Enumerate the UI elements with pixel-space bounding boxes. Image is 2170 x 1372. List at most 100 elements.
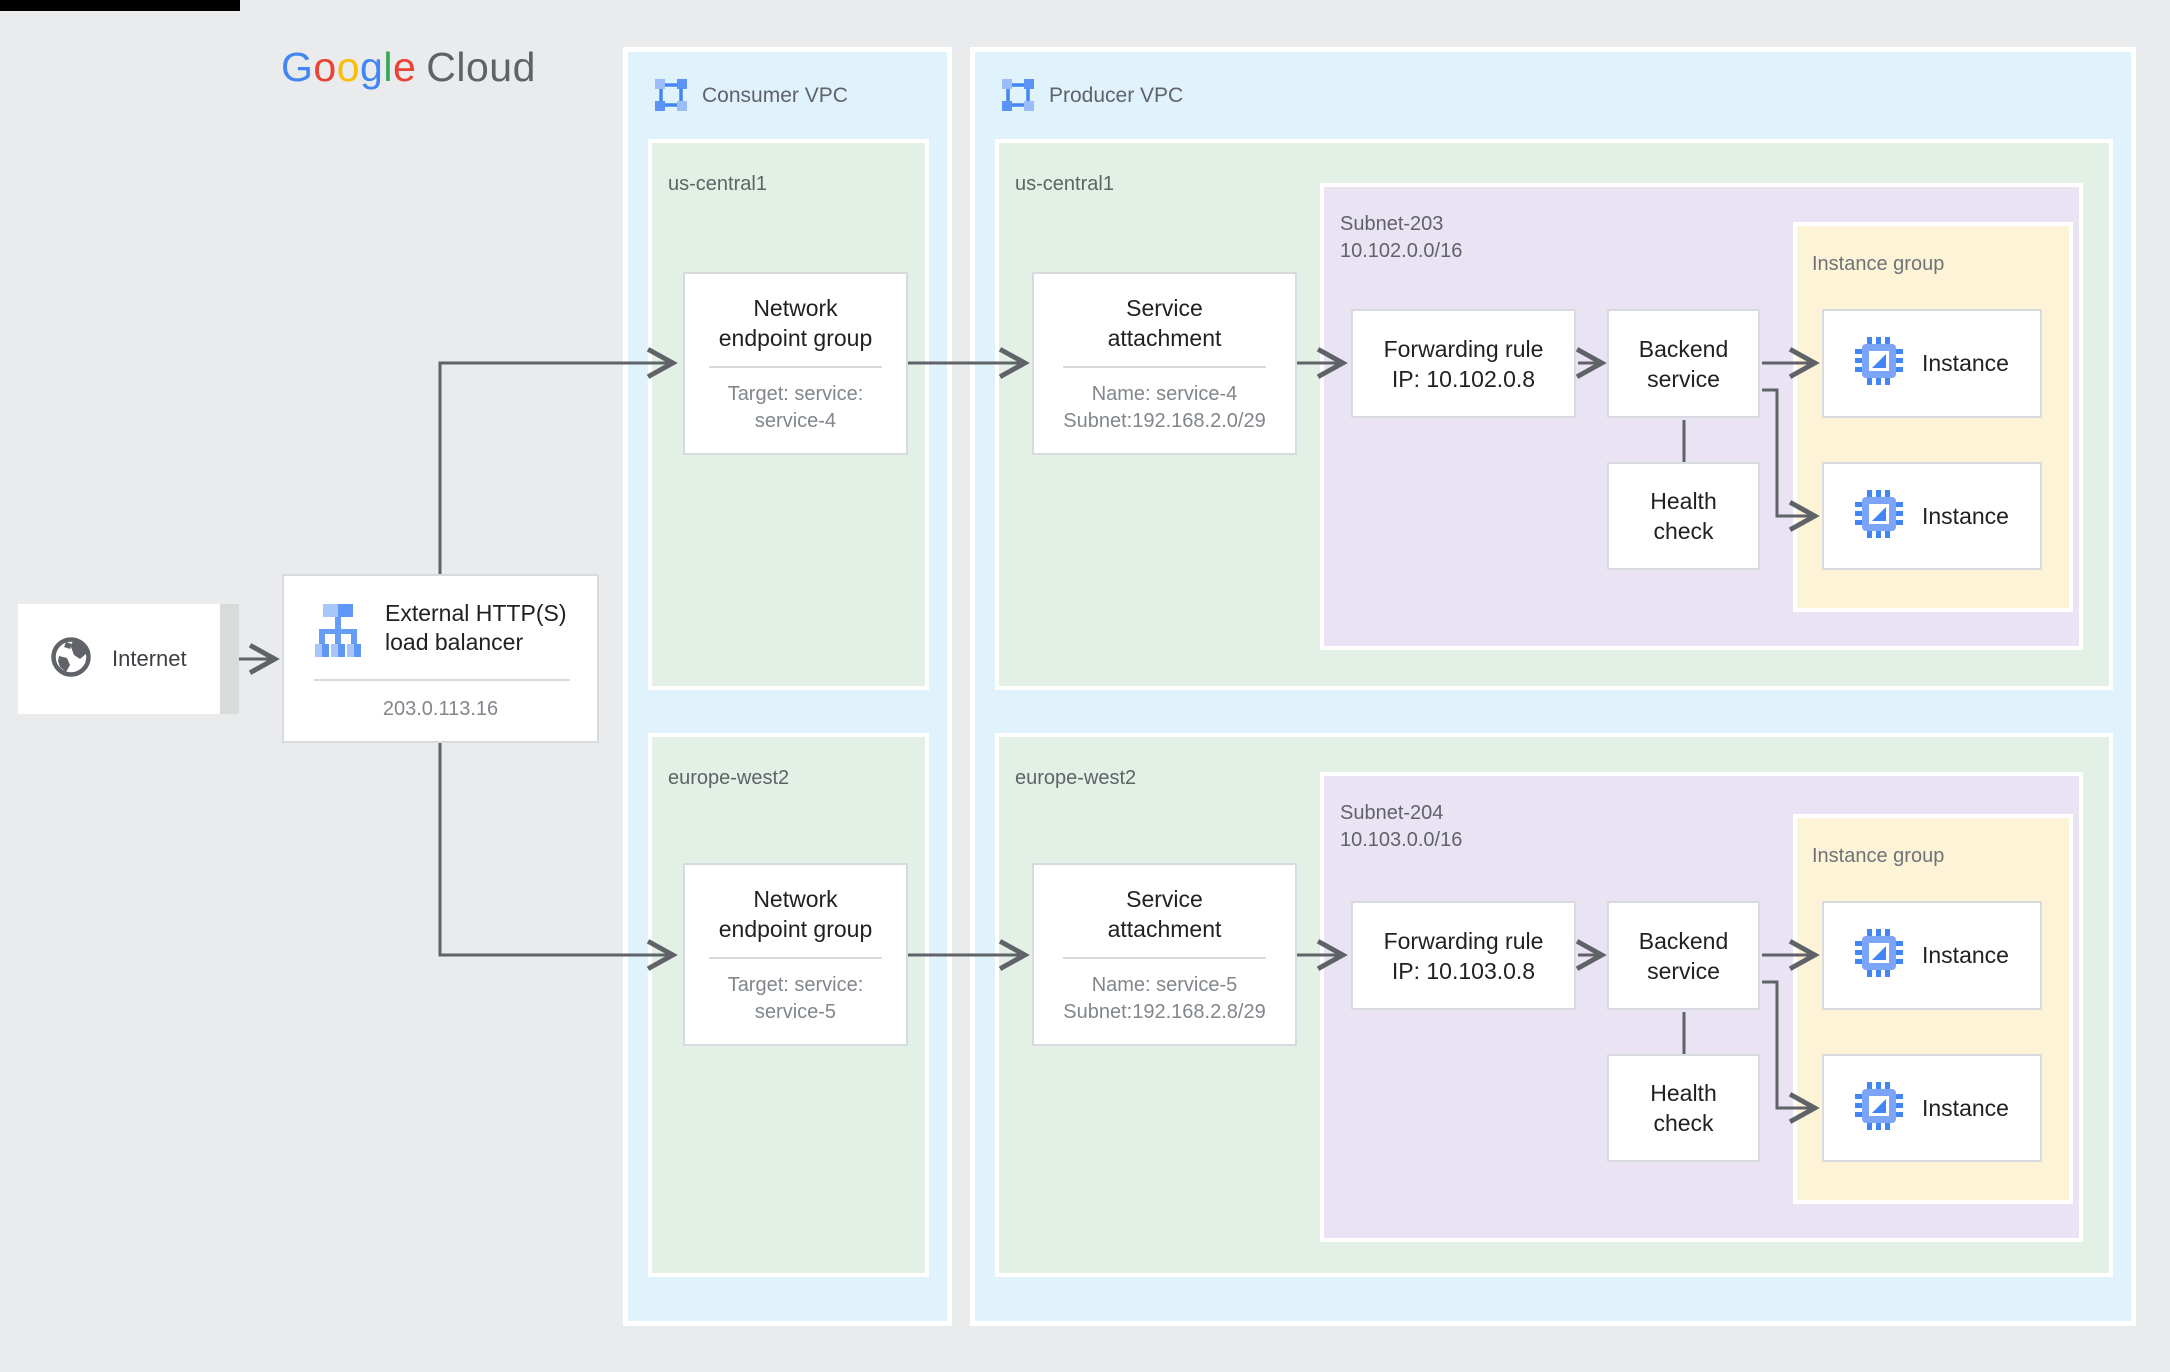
neg-2-title-line2: endpoint group bbox=[718, 915, 873, 942]
service-attachment-1: Service attachment Name: service-4 Subne… bbox=[1032, 272, 1297, 455]
internet-node: Internet bbox=[18, 604, 220, 714]
sa-2-detail-line2: Subnet:192.168.2.8/29 bbox=[1063, 1000, 1266, 1023]
sa-1-title-line2: attachment bbox=[1107, 324, 1222, 351]
network-endpoint-group-1: Network endpoint group Target: service: … bbox=[683, 272, 908, 455]
subnet-204-cidr: 10.103.0.0/16 bbox=[1340, 829, 1463, 851]
internet-box-shadow bbox=[220, 604, 239, 714]
service-attachment-1-divider bbox=[1062, 365, 1267, 368]
neg-1-divider bbox=[709, 365, 882, 368]
compute-chip-icon bbox=[1854, 489, 1904, 544]
internet-label: Internet bbox=[112, 646, 187, 671]
sa-1-title-line1: Service bbox=[1126, 294, 1203, 321]
logo-letter-e: e bbox=[392, 44, 417, 90]
forwarding-rule-2-text: Forwarding rule IP: 10.103.0.8 bbox=[1384, 926, 1544, 986]
neg-1-title-line1: Network bbox=[753, 294, 838, 321]
hc-1-line2: check bbox=[1653, 518, 1714, 544]
neg-2-divider bbox=[709, 956, 882, 959]
service-attachment-2-detail: Name: service-5 Subnet:192.168.2.8/29 bbox=[1063, 972, 1265, 1026]
vpc-network-icon bbox=[1000, 77, 1036, 118]
forwarding-rule-1-text: Forwarding rule IP: 10.102.0.8 bbox=[1384, 334, 1544, 394]
fr-1-line1: Forwarding rule bbox=[1383, 335, 1544, 362]
instance-2a: Instance bbox=[1822, 901, 2042, 1010]
load-balancer-ip: 203.0.113.16 bbox=[382, 698, 499, 720]
consumer-region-us-central1-label: us-central1 bbox=[668, 173, 767, 195]
hc-2-line1: Health bbox=[1650, 1080, 1717, 1106]
neg-1-target-line1: Target: service: bbox=[727, 382, 864, 405]
vpc-network-icon bbox=[653, 77, 689, 118]
instance-group-1-label: Instance group bbox=[1812, 253, 1945, 275]
neg-1-target: Target: service: service-4 bbox=[728, 381, 864, 435]
load-balancer-divider bbox=[314, 679, 570, 681]
compute-chip-icon bbox=[1854, 336, 1904, 391]
instance-1a-label: Instance bbox=[1922, 350, 2009, 376]
service-attachment-1-detail: Name: service-4 Subnet:192.168.2.0/29 bbox=[1063, 381, 1265, 435]
neg-1-title-line2: endpoint group bbox=[718, 324, 873, 351]
instance-group-2-label: Instance group bbox=[1812, 845, 1945, 867]
consumer-vpc-label: Consumer VPC bbox=[702, 84, 848, 107]
bs-1-line1: Backend bbox=[1638, 335, 1729, 362]
bs-2-line1: Backend bbox=[1638, 927, 1729, 954]
instance-1a: Instance bbox=[1822, 309, 2042, 418]
bs-2-line2: service bbox=[1647, 957, 1720, 984]
bs-1-line2: service bbox=[1647, 365, 1720, 392]
subnet-203-name: Subnet-203 bbox=[1340, 213, 1444, 235]
sa-2-title-line1: Service bbox=[1126, 885, 1203, 912]
neg-2-target-line1: Target: service: bbox=[727, 973, 864, 996]
health-check-1-text: Health check bbox=[1650, 486, 1716, 546]
load-balancer-icon bbox=[313, 602, 363, 663]
load-balancer-node: External HTTP(S) load balancer 203.0.113… bbox=[282, 574, 599, 743]
subnet-204-name: Subnet-204 bbox=[1340, 802, 1444, 824]
fr-1-line2: IP: 10.102.0.8 bbox=[1391, 365, 1536, 392]
logo-cloud-word: Cloud bbox=[426, 44, 536, 90]
logo-letter-g2: g bbox=[360, 44, 384, 90]
sa-1-detail-line1: Name: service-4 bbox=[1091, 382, 1238, 405]
top-left-black-bar bbox=[0, 0, 240, 11]
instance-2b-label: Instance bbox=[1922, 1094, 2009, 1121]
neg-2-target: Target: service: service-5 bbox=[728, 972, 864, 1026]
neg-1-title: Network endpoint group bbox=[719, 293, 872, 353]
forwarding-rule-1: Forwarding rule IP: 10.102.0.8 bbox=[1351, 309, 1576, 418]
backend-service-1-text: Backend service bbox=[1639, 334, 1729, 394]
hc-1-line1: Health bbox=[1650, 488, 1717, 514]
neg-1-target-line2: service-4 bbox=[754, 409, 837, 432]
logo-letter-o2: o bbox=[336, 44, 361, 90]
instance-2b: Instance bbox=[1822, 1054, 2042, 1162]
neg-2-title-line1: Network bbox=[753, 885, 838, 912]
compute-chip-icon bbox=[1854, 1081, 1904, 1136]
instance-2a-label: Instance bbox=[1922, 942, 2009, 968]
backend-service-2: Backend service bbox=[1607, 901, 1760, 1010]
globe-icon bbox=[50, 636, 92, 683]
producer-region-us-central1-label: us-central1 bbox=[1015, 173, 1114, 195]
fr-2-line2: IP: 10.103.0.8 bbox=[1391, 957, 1536, 984]
load-balancer-title-line1: External HTTP(S) bbox=[385, 600, 567, 626]
neg-2-title: Network endpoint group bbox=[719, 884, 872, 944]
forwarding-rule-2: Forwarding rule IP: 10.103.0.8 bbox=[1351, 901, 1576, 1010]
logo-letter-o1: o bbox=[313, 44, 337, 90]
subnet-204-label: Subnet-204 10.103.0.0/16 bbox=[1340, 800, 1462, 854]
subnet-203-label: Subnet-203 10.102.0.0/16 bbox=[1340, 211, 1462, 265]
hc-2-line2: check bbox=[1653, 1110, 1714, 1136]
service-attachment-2-title: Service attachment bbox=[1108, 884, 1222, 944]
load-balancer-title: External HTTP(S) load balancer bbox=[385, 599, 566, 657]
producer-vpc-label: Producer VPC bbox=[1049, 84, 1184, 107]
service-attachment-2-divider bbox=[1062, 956, 1267, 959]
instance-1b: Instance bbox=[1822, 462, 2042, 570]
sa-2-title-line2: attachment bbox=[1107, 915, 1222, 942]
instance-1b-label: Instance bbox=[1922, 502, 2009, 529]
service-attachment-2: Service attachment Name: service-5 Subne… bbox=[1032, 863, 1297, 1046]
producer-region-europe-west2-label: europe-west2 bbox=[1015, 767, 1137, 789]
backend-service-1: Backend service bbox=[1607, 309, 1760, 418]
subnet-203-cidr: 10.102.0.0/16 bbox=[1340, 240, 1463, 262]
compute-chip-icon bbox=[1854, 928, 1904, 983]
logo-letter-g1: G bbox=[281, 44, 314, 90]
consumer-region-europe-west2-label: europe-west2 bbox=[668, 767, 790, 789]
health-check-2-text: Health check bbox=[1650, 1078, 1716, 1138]
fr-2-line1: Forwarding rule bbox=[1383, 927, 1544, 954]
health-check-2: Health check bbox=[1607, 1054, 1760, 1162]
service-attachment-1-title: Service attachment bbox=[1108, 293, 1222, 353]
health-check-1: Health check bbox=[1607, 462, 1760, 570]
network-endpoint-group-2: Network endpoint group Target: service: … bbox=[683, 863, 908, 1046]
backend-service-2-text: Backend service bbox=[1639, 926, 1729, 986]
